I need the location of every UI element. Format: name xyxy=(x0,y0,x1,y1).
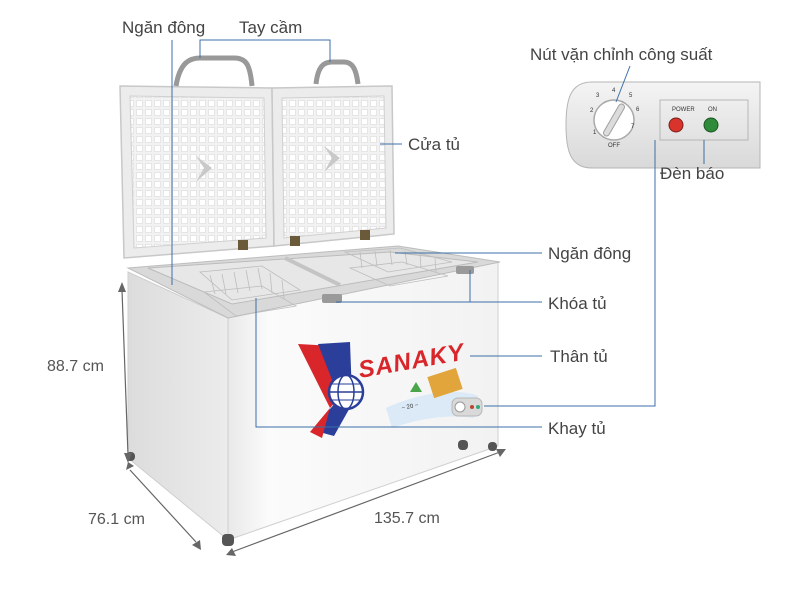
dial-number: 3 xyxy=(596,93,600,99)
label-than-tu: Thân tủ xyxy=(550,347,608,366)
svg-text:~ 20 ~: ~ 20 ~ xyxy=(401,402,419,412)
wire-basket-right xyxy=(343,247,453,287)
lid-left xyxy=(119,85,275,259)
label-khay-tu: Khay tủ xyxy=(548,419,606,438)
dimension-height: 88.7 cm xyxy=(47,358,104,375)
lock-right xyxy=(456,266,474,274)
label-cua-tu: Cửa tủ xyxy=(408,135,460,154)
lock-left xyxy=(322,294,342,303)
label-den-bao: Đèn báo xyxy=(660,164,724,183)
dial-number: 2 xyxy=(590,108,594,114)
label-ngan-dong-right: Ngăn đông xyxy=(548,244,631,263)
dimension-lines xyxy=(118,282,506,556)
on-led-icon xyxy=(703,117,719,133)
power-led-icon xyxy=(668,117,684,133)
dial-off-label: OFF xyxy=(608,143,620,149)
dial-number: 4 xyxy=(612,88,616,94)
lid-right xyxy=(271,85,395,247)
body-control-panel xyxy=(451,397,483,417)
freezer-body xyxy=(126,245,501,546)
handle-right xyxy=(313,59,361,85)
control-panel-inset: 1 2 3 4 5 6 7 OFF POWER ON xyxy=(565,81,761,169)
power-label: POWER xyxy=(672,107,695,113)
label-khoa-tu: Khóa tủ xyxy=(548,294,607,313)
hinge xyxy=(360,230,370,240)
label-ngan-dong-top: Ngăn đông xyxy=(122,18,205,37)
hinge xyxy=(238,240,248,250)
dimension-depth: 76.1 cm xyxy=(88,511,145,528)
wire-basket-left xyxy=(199,265,302,317)
dial-number: 7 xyxy=(631,124,635,130)
dial-number: 6 xyxy=(636,107,640,113)
dial-number: 5 xyxy=(629,93,633,99)
handle-left xyxy=(173,55,255,87)
dial-number: 1 xyxy=(593,130,597,136)
on-label: ON xyxy=(708,107,717,113)
hinge xyxy=(290,236,300,246)
label-tay-cam: Tay cầm xyxy=(239,18,302,37)
leader-lines xyxy=(171,39,705,428)
dimension-width: 135.7 cm xyxy=(374,510,440,527)
label-nut-van: Nút vặn chỉnh công suất xyxy=(530,45,713,64)
